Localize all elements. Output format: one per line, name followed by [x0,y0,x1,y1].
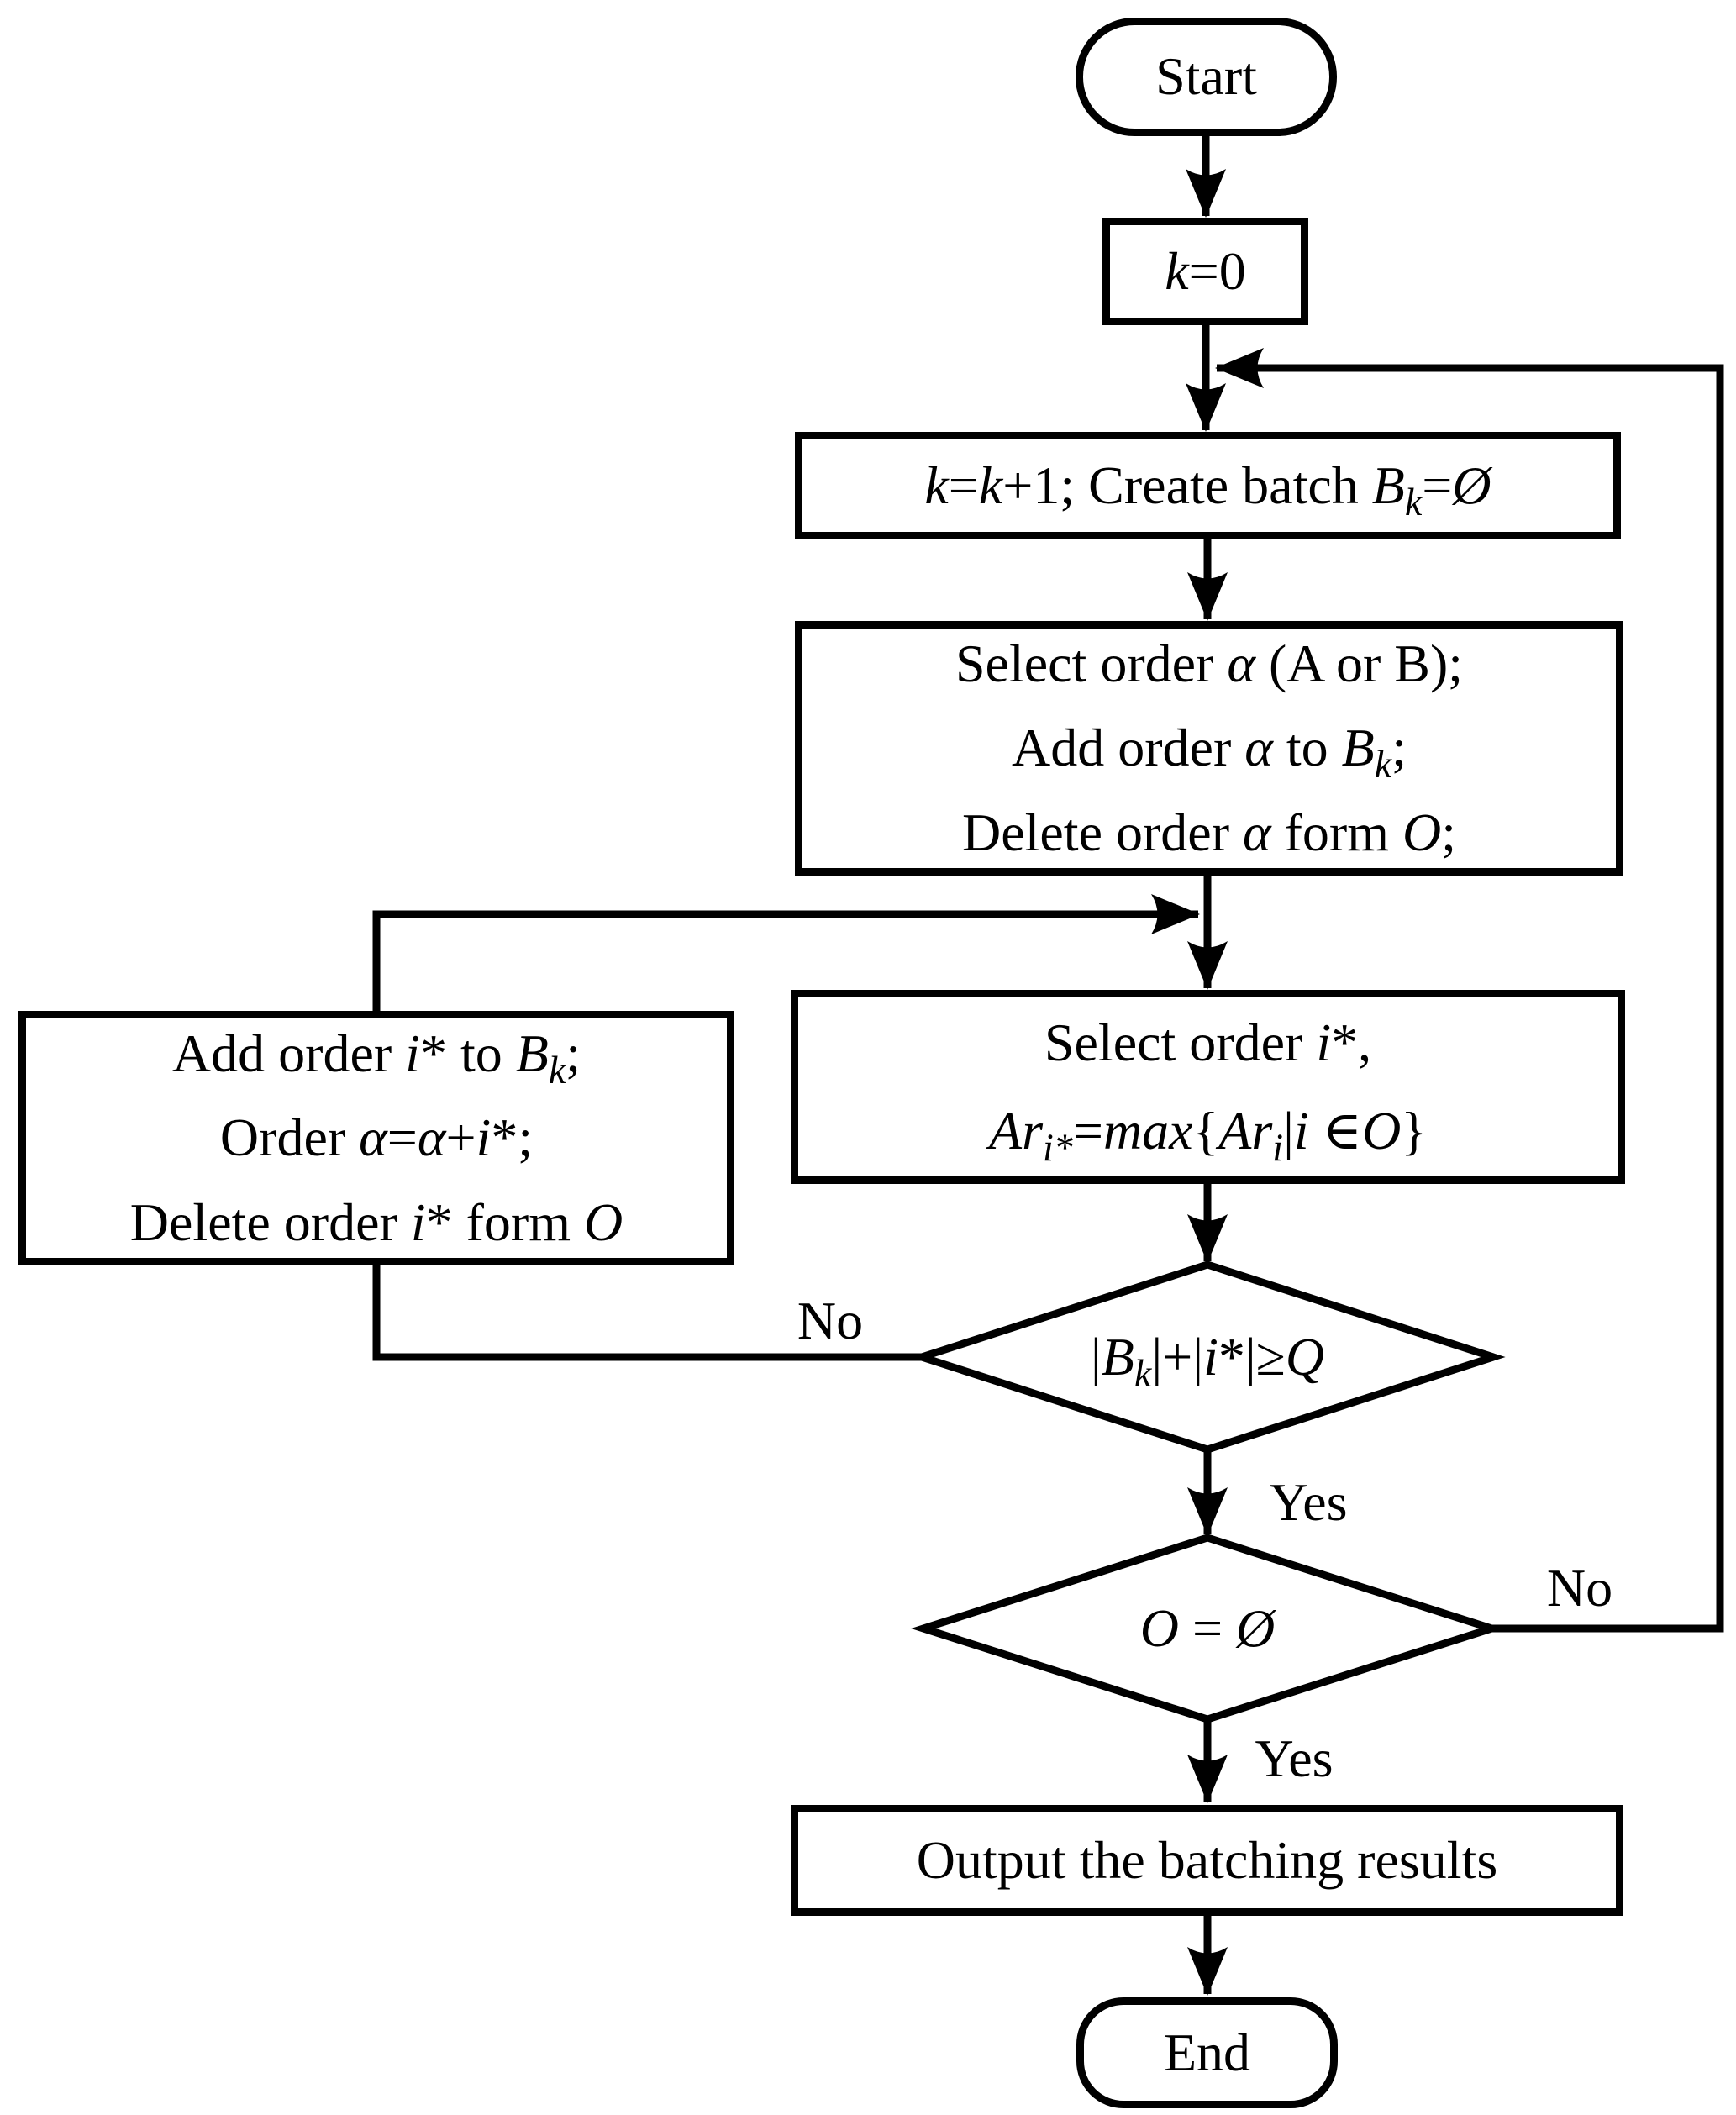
select-alpha-line-1: Select order α (A or B); [955,633,1464,693]
orders-empty-yes-label: Yes [1255,1728,1334,1788]
orders-empty-decision-diamond [911,1534,1504,1723]
init-k-node-label: k=0 [1165,240,1246,301]
select-istar-node: Select order i*, Ari*=max{Ari|i ∈O} [791,990,1625,1184]
edge-add-istar-merge [372,894,1200,1013]
end-node: End [1076,1997,1338,2108]
edge-orders-empty-no-loop [1215,348,1724,1633]
select-istar-line-2: Ari*=max{Ari|i ∈O} [989,1100,1427,1169]
create-batch-node: k=k+1; Create batch Bk=Ø [795,432,1621,539]
add-istar-line-3: Delete order i* form O [129,1192,623,1252]
add-istar-line-1: Add order i* to Bk; [171,1023,581,1092]
edge-capacity-no [372,1264,922,1361]
create-batch-node-label: k=k+1; Create batch Bk=Ø [924,455,1491,523]
select-alpha-line-2: Add order α to Bk; [1012,718,1407,787]
select-alpha-line-3: Delete order α form O; [961,802,1457,862]
output-results-label: Output the batching results [916,1829,1498,1890]
output-results-node: Output the batching results [791,1805,1623,1916]
start-node: Start [1076,18,1337,136]
select-alpha-node: Select order α (A or B); Add order α to … [795,621,1623,876]
start-node-label: Start [1155,46,1257,107]
add-istar-node: Add order i* to Bk; Order α=α+i*; Delete… [18,1011,734,1265]
add-istar-line-2: Order α=α+i*; [219,1107,534,1168]
end-node-label: End [1163,2022,1251,2082]
capacity-yes-label: Yes [1269,1472,1348,1532]
capacity-no-label: No [797,1291,864,1350]
init-k-node: k=0 [1102,218,1308,325]
capacity-decision-diamond [909,1260,1506,1454]
select-istar-line-1: Select order i*, [1044,1013,1372,1073]
orders-empty-no-label: No [1546,1558,1613,1618]
orders-empty-decision-label: O = Ø [1139,1598,1276,1658]
capacity-decision-label: |Bk|+|i*|≥Q [1090,1327,1324,1395]
